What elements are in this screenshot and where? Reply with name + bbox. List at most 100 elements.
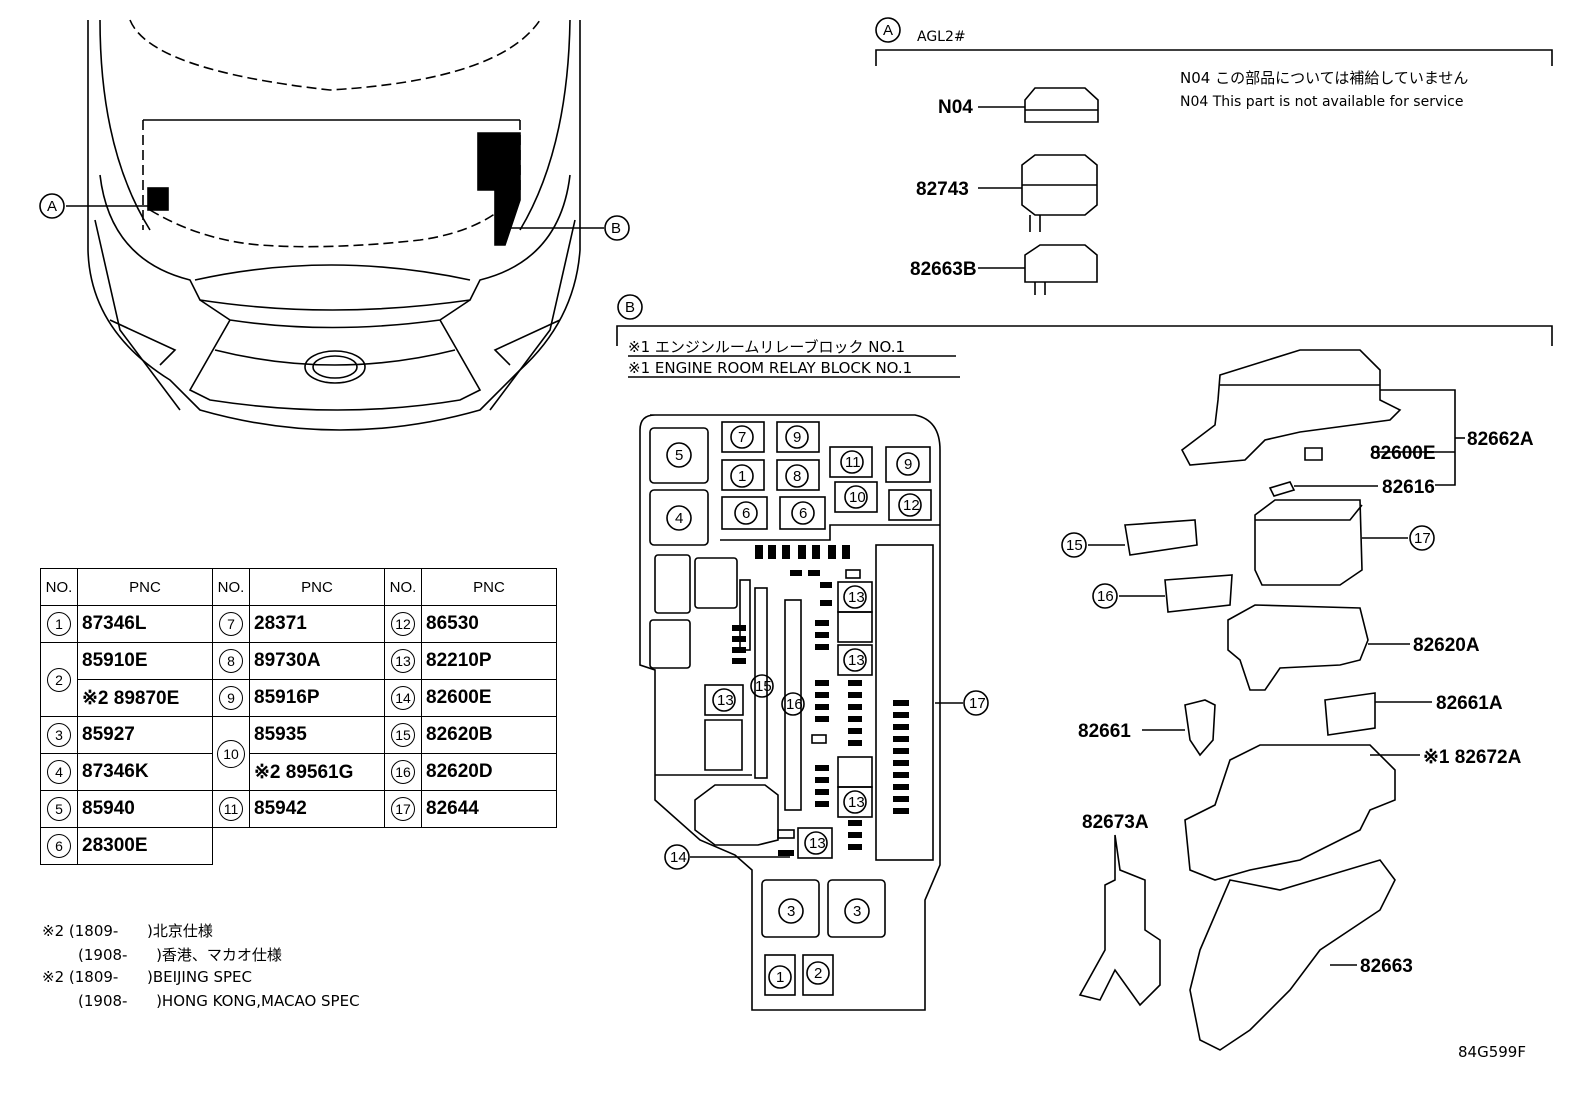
pnc-table: NO. PNC NO. PNC NO. PNC 1 87346L 7 28371…: [40, 568, 557, 865]
relay-block-layout: [639, 414, 963, 1011]
part-label-82743: 82743: [916, 179, 969, 200]
part-label-n04: N04: [938, 97, 973, 118]
part-82620A-drawing: [1227, 604, 1410, 691]
header-no-1: NO.: [40, 568, 78, 606]
section-a-circle: [875, 17, 901, 43]
part-15-drawing: [1061, 519, 1198, 558]
row-no: 10: [217, 739, 245, 768]
row-no: 3: [47, 723, 71, 747]
slot-7: 7: [738, 429, 746, 446]
row-no: 16: [391, 760, 415, 784]
pnc-cell: 87346L: [77, 605, 213, 643]
pnc-cell: 87346K: [77, 753, 213, 791]
part-label-82673A: 82673A: [1082, 812, 1149, 833]
part-82663B-drawing: [978, 244, 1098, 295]
pnc-cell: 82620B: [421, 716, 557, 754]
slot-4: 4: [675, 510, 683, 527]
section-b-title-jp: ※1 エンジンルームリレーブロック NO.1: [628, 338, 905, 356]
pnc-cell: 86530: [421, 605, 557, 643]
pnc-cell: ※2 89561G: [249, 753, 385, 791]
part-82662A-cover: [1180, 349, 1465, 486]
part-82672A-drawing: [1184, 744, 1420, 881]
slot-1a: 1: [738, 468, 746, 485]
slot-10: 10: [849, 489, 866, 506]
part-82663-drawing: [1189, 859, 1396, 1051]
figure-id: 84G599F: [1458, 1043, 1526, 1061]
pnc-cell: 85942: [249, 790, 385, 828]
fuse-marks: [732, 545, 909, 856]
slot-13c: 13: [848, 794, 865, 811]
footnote-1: ※2 (1809- )北京仕様: [42, 922, 213, 940]
slot-9a: 9: [793, 429, 801, 446]
part-82600E-drawing: [1304, 447, 1323, 461]
slot-11: 11: [845, 454, 861, 471]
pnc-cell: 82620D: [421, 753, 557, 791]
section-b-letter: B: [625, 299, 635, 316]
section-b-circle: [617, 294, 643, 320]
part-82673A-drawing: [1078, 834, 1161, 1007]
slot-1b: 1: [776, 969, 784, 986]
part-82743-drawing: [978, 154, 1098, 232]
pnc-cell: 85916P: [249, 679, 385, 717]
pnc-cell: 85935: [249, 716, 385, 754]
pnc-cell: ※2 89870E: [77, 679, 213, 717]
slot-17: 17: [969, 695, 986, 712]
callout-b-circle: [604, 215, 630, 241]
part-16-drawing: [1092, 574, 1233, 613]
section-b-title-en: ※1 ENGINE ROOM RELAY BLOCK NO.1: [628, 359, 912, 377]
callout-a-letter: A: [47, 198, 57, 215]
callout-b-letter: B: [611, 220, 621, 237]
section-a-letter: A: [883, 22, 893, 39]
footnote-4: (1908- )HONG KONG,MACAO SPEC: [78, 992, 360, 1010]
part-82616-drawing: [1268, 481, 1296, 497]
slot-2: 2: [814, 965, 822, 982]
pnc-cell: 82644: [421, 790, 557, 828]
part-circle-16: 16: [1097, 588, 1114, 605]
row-no: 14: [391, 686, 415, 710]
car-front-illustration: [87, 19, 581, 431]
pnc-cell: 89730A: [249, 642, 385, 680]
header-pnc-2: PNC: [249, 568, 385, 606]
part-n04-drawing: [978, 87, 1099, 123]
pnc-cell: 28371: [249, 605, 385, 643]
section-a-model: AGL2#: [917, 29, 966, 45]
row-no: 4: [47, 760, 71, 784]
callout-a-circle: [39, 193, 65, 219]
part-17-module: [1254, 499, 1435, 586]
part-label-82672A: ※1 82672A: [1423, 747, 1522, 768]
slot-5: 5: [675, 447, 683, 464]
slot-13e: 13: [717, 692, 734, 709]
pnc-cell: 85940: [77, 790, 213, 828]
relay-location-b: [477, 132, 521, 246]
row-no: 11: [219, 797, 243, 821]
slot-6b: 6: [799, 505, 807, 522]
slot-9b: 9: [904, 456, 912, 473]
row-no: 13: [391, 649, 415, 673]
part-label-82661A: 82661A: [1436, 693, 1503, 714]
relay-slot-circles: [664, 425, 989, 989]
header-pnc-3: PNC: [421, 568, 557, 606]
section-a-note-jp: N04 この部品については補給していません: [1180, 69, 1468, 87]
part-label-82662A: 82662A: [1467, 429, 1534, 450]
slot-13b: 13: [848, 652, 865, 669]
part-label-82663B: 82663B: [910, 259, 977, 280]
relay-location-a: [147, 187, 169, 211]
part-label-82663: 82663: [1360, 956, 1413, 977]
pnc-cell: 85927: [77, 716, 213, 754]
slot-3a: 3: [787, 903, 795, 920]
slot-13a: 13: [848, 589, 865, 606]
slot-3b: 3: [853, 903, 861, 920]
footnote-2: (1908- )香港、マカオ仕様: [78, 946, 282, 964]
slot-8: 8: [793, 468, 801, 485]
part-circle-17: 17: [1414, 530, 1431, 547]
section-a-note-en: N04 This part is not available for servi…: [1180, 94, 1463, 110]
header-no-2: NO.: [212, 568, 250, 606]
row-no: 5: [47, 797, 71, 821]
part-label-82616: 82616: [1382, 477, 1435, 498]
part-82661-drawing: [1142, 699, 1216, 757]
part-label-82661: 82661: [1078, 721, 1131, 742]
slot-14: 14: [670, 849, 687, 866]
row-no: 15: [391, 723, 415, 747]
row-no: 9: [219, 686, 243, 710]
